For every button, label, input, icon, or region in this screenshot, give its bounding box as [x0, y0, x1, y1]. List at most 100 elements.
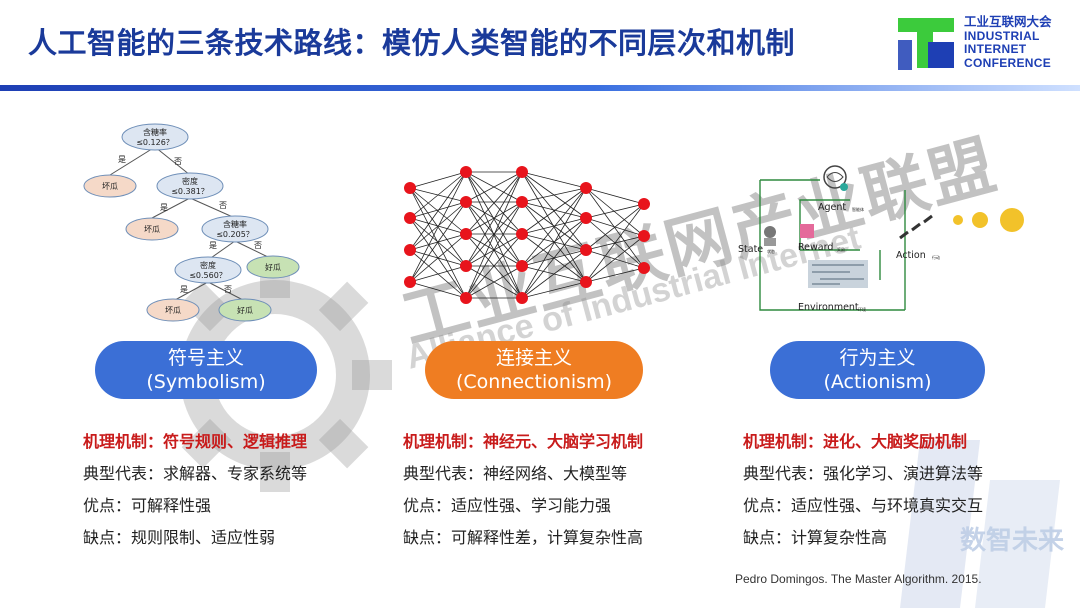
tree-leaf-bad-3: [146, 298, 200, 322]
tree-label: 含糖率: [143, 127, 167, 137]
network-edge: [409, 233, 467, 283]
conference-logo: 工业互联网大会 INDUSTRIAL INTERNET CONFERENCE: [898, 15, 1068, 76]
network-edge: [465, 171, 523, 235]
network-neuron: [460, 292, 472, 304]
environment-maze-icon: [808, 260, 868, 288]
actionism-pill-en: (Actionism): [823, 371, 932, 393]
reinforcement-learning-figure: Agent 智能体 State 状态 Reward 奖励 Action 行动 E…: [738, 165, 1024, 313]
connectionism-representative: 典型代表：神经网络、大模型等: [403, 464, 628, 483]
network-edge: [521, 201, 587, 219]
tree-label: ≤0.126？: [136, 138, 174, 147]
rl-small-label-environment: 环境: [858, 306, 866, 312]
network-neuron: [580, 276, 592, 288]
network-neuron: [516, 228, 528, 240]
symbolism-pros: 优点：可解释性强: [83, 496, 212, 515]
connectionism-pill-cn: 连接主义: [495, 347, 572, 369]
network-edge: [409, 201, 467, 251]
connectionism-pill-en: (Connectionism): [455, 371, 613, 393]
network-neuron: [460, 260, 472, 272]
network-edge: [465, 171, 523, 267]
rl-small-label-agent: 智能体: [852, 206, 864, 212]
network-neuron: [638, 230, 650, 242]
action-dot-2: [972, 212, 988, 228]
network-neuron: [460, 166, 472, 178]
network-edge: [521, 187, 587, 235]
logo-line-2: INTERNET: [964, 42, 1027, 56]
symbolism-description: 机理机制：符号规则、逻辑推理 典型代表：求解器、专家系统等 优点：可解释性强 缺…: [83, 426, 413, 554]
network-edge: [409, 201, 467, 219]
neural-network-figure: [404, 166, 650, 304]
network-neuron: [404, 276, 416, 288]
symbolism-representative: 典型代表：求解器、专家系统等: [83, 464, 308, 483]
connectionism-mechanism: 机理机制：神经元、大脑学习机制: [403, 432, 644, 451]
network-edge: [409, 201, 467, 283]
network-edge: [409, 171, 467, 251]
network-edge: [409, 171, 467, 219]
reference-citation: Pedro Domingos. The Master Algorithm. 20…: [735, 572, 982, 586]
network-edge: [465, 171, 523, 299]
network-edge: [521, 187, 587, 203]
network-edge: [521, 187, 587, 267]
tree-label: 密度: [182, 176, 198, 186]
slide-header: 人工智能的三条技术路线：模仿人类智能的不同层次和机制 工业互联网大会 INDUS…: [0, 0, 1080, 91]
network-edge: [465, 201, 523, 235]
network-edge: [465, 265, 523, 299]
network-edge: [465, 201, 523, 267]
tree-leaf-good-1: [246, 255, 300, 279]
network-edge: [521, 217, 587, 235]
tree-node-density-1: [156, 172, 224, 200]
tree-label: 好瓜: [237, 305, 253, 315]
rl-label-state: State: [738, 244, 763, 255]
tree-label: 含糖率: [223, 219, 247, 229]
rl-label-environment: Environment: [798, 302, 859, 313]
tree-node-root: [121, 123, 189, 151]
actionism-representative: 典型代表：强化学习、演进算法等: [743, 464, 984, 483]
tree-label: 是: [160, 203, 168, 212]
network-neuron: [638, 262, 650, 274]
network-edge: [409, 171, 467, 283]
actionism-pros: 优点：适应性强、与环境真实交互: [743, 496, 984, 515]
rl-small-label-state: 状态: [767, 248, 775, 254]
network-edge: [521, 217, 587, 299]
tree-leaf-bad-2: [125, 217, 179, 241]
network-edge: [521, 187, 587, 299]
tree-label: 否: [219, 201, 227, 210]
network-edge: [409, 187, 467, 299]
tree-label: 好瓜: [265, 262, 281, 272]
network-edge: [465, 233, 523, 299]
network-edge: [409, 265, 467, 283]
conference-logo-mark-icon: [898, 18, 954, 70]
connectionism-pill: 连接主义 (Connectionism): [425, 341, 643, 399]
tree-leaf-good-2: [218, 298, 272, 322]
network-neuron: [404, 212, 416, 224]
connectionism-cons: 缺点：可解释性差，计算复杂性高: [403, 528, 644, 547]
network-edge: [585, 267, 645, 283]
network-edge: [521, 171, 587, 189]
network-edge: [585, 203, 645, 219]
network-neuron: [580, 244, 592, 256]
network-neuron: [638, 198, 650, 210]
rl-label-action: Action: [896, 250, 926, 261]
network-edge: [409, 171, 467, 189]
network-neuron: [404, 182, 416, 194]
network-edge: [521, 249, 587, 299]
tree-label: 否: [254, 241, 262, 250]
actionism-cons: 缺点：计算复杂性高: [743, 528, 888, 547]
actionism-mechanism: 机理机制：进化、大脑奖励机制: [743, 432, 968, 451]
tree-leaf-bad-1: [83, 174, 137, 198]
logo-line-cn: 工业互联网大会: [964, 15, 1052, 29]
symbolism-mechanism: 机理机制：符号规则、逻辑推理: [83, 432, 308, 451]
network-edge: [465, 201, 523, 299]
action-chain-icon: [899, 214, 933, 240]
connectionism-pros: 优点：适应性强、学习能力强: [403, 496, 612, 515]
network-neuron: [460, 228, 472, 240]
network-neuron: [516, 292, 528, 304]
network-edge: [585, 203, 645, 251]
actionism-description: 机理机制：进化、大脑奖励机制 典型代表：强化学习、演进算法等 优点：适应性强、与…: [743, 426, 1073, 554]
rl-label-reward: Reward: [798, 242, 833, 253]
symbolism-pill-cn: 符号主义: [167, 347, 244, 369]
agent-brain-icon: [823, 165, 848, 191]
network-edge: [521, 217, 587, 267]
network-edge: [585, 187, 645, 237]
logo-line-1: INDUSTRIAL: [964, 28, 1040, 43]
